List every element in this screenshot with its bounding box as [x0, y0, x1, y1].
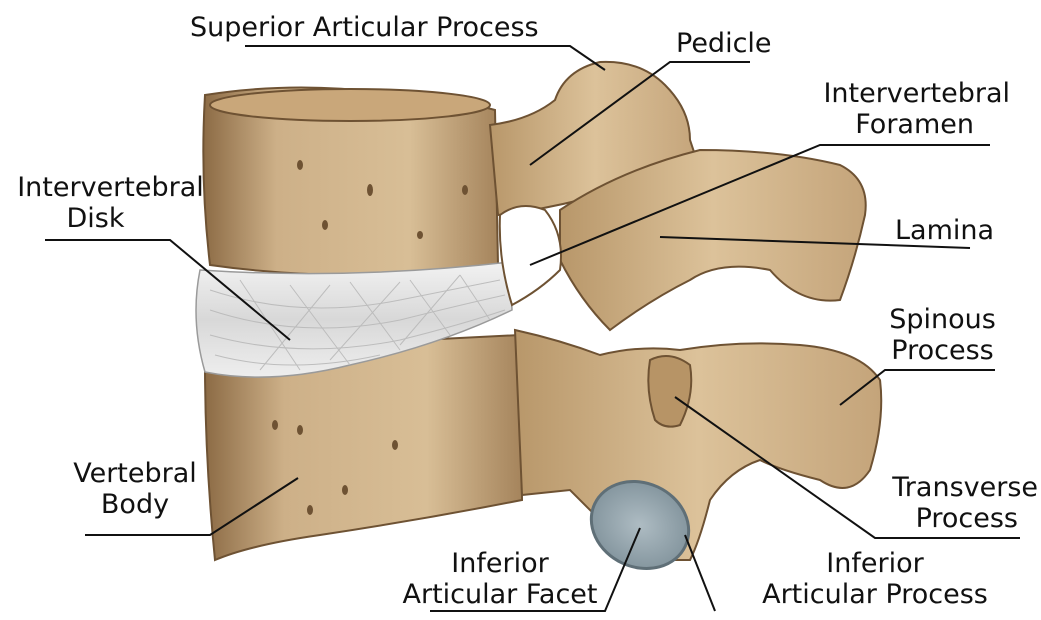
label-pedicle-text: Pedicle: [676, 28, 772, 59]
label-vertebral-body-line1: Vertebral: [55, 458, 215, 489]
label-spinous-process-line2: Process: [880, 335, 1005, 366]
label-inferior-articular-facet-line1: Inferior: [385, 548, 615, 579]
label-intervertebral-foramen-line2: Foramen: [800, 109, 1010, 140]
transverse-process-shape: [648, 356, 691, 427]
label-inferior-articular-facet: Inferior Articular Facet: [385, 548, 615, 610]
label-inferior-articular-process-line2: Articular Process: [740, 579, 1010, 610]
label-transverse-process: Transverse Process: [860, 472, 1038, 534]
label-transverse-process-line2: Process: [860, 503, 1038, 534]
label-inferior-articular-facet-line2: Articular Facet: [385, 579, 615, 610]
label-spinous-process: Spinous Process: [880, 304, 1005, 366]
label-intervertebral-disk-line2: Disk: [0, 203, 213, 234]
label-superior-articular-process-text: Superior Articular Process: [190, 12, 539, 43]
label-lamina-text: Lamina: [895, 215, 994, 246]
leader-superior-articular-process: [245, 46, 605, 70]
label-inferior-articular-process: Inferior Articular Process: [740, 548, 1010, 610]
leader-inferior-articular-process: [685, 535, 715, 611]
label-intervertebral-disk: Intervertebral Disk: [8, 172, 213, 234]
label-intervertebral-foramen: Intervertebral Foramen: [800, 78, 1010, 140]
label-inferior-articular-process-line1: Inferior: [740, 548, 1010, 579]
label-superior-articular-process: Superior Articular Process: [190, 12, 539, 43]
label-spinous-process-line1: Spinous: [880, 304, 1005, 335]
upper-endplate: [210, 89, 490, 121]
label-lamina: Lamina: [895, 215, 994, 246]
label-vertebral-body-line2: Body: [55, 489, 215, 520]
label-intervertebral-foramen-line1: Intervertebral: [800, 78, 1010, 109]
label-pedicle: Pedicle: [676, 28, 772, 59]
label-intervertebral-disk-line1: Intervertebral: [8, 172, 213, 203]
label-transverse-process-line1: Transverse: [860, 472, 1038, 503]
lower-posterior-elements: [515, 330, 881, 560]
label-vertebral-body: Vertebral Body: [55, 458, 215, 520]
